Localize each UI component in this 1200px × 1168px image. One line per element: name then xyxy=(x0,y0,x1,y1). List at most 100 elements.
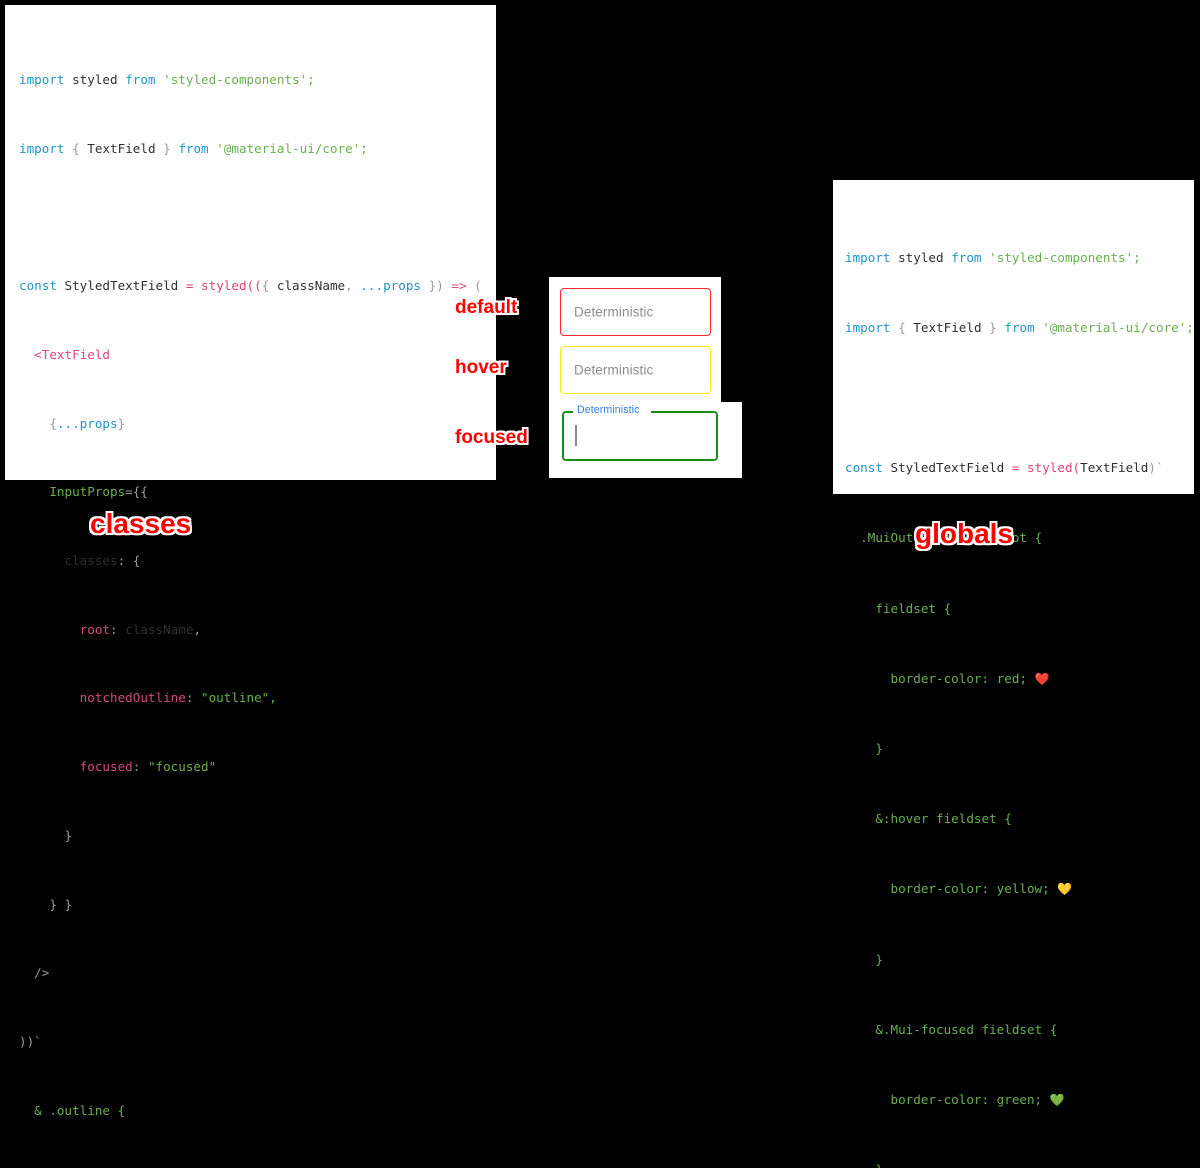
token-brace-open: { xyxy=(49,415,57,431)
annotation-state-hover: hover xyxy=(454,356,509,380)
code-line: root: className, xyxy=(19,621,496,637)
textfield-demo-panel: Deterministic Deterministic Deterministi… xyxy=(549,277,742,478)
token-inputprops: InputProps xyxy=(49,484,126,500)
code-line: focused: "focused" xyxy=(19,758,496,775)
textfield-hover[interactable]: Deterministic xyxy=(560,346,711,394)
token-const: const xyxy=(19,278,57,294)
token-outline-string: "outline", xyxy=(201,690,277,706)
token-classname: className xyxy=(276,278,346,294)
token-paren-close: ) xyxy=(436,278,444,294)
textfield-default[interactable]: Deterministic xyxy=(560,288,711,336)
token-import: import xyxy=(19,72,65,88)
token-styled-call: styled(( xyxy=(201,278,262,294)
token-styledtextfield: StyledTextField xyxy=(890,460,1005,476)
code-line: import styled from 'styled-components'; xyxy=(845,248,1194,265)
code-line: } } xyxy=(19,896,496,912)
token-styled: styled xyxy=(72,72,118,88)
token-selector-mui-root: .MuiOutlinedInput-root { xyxy=(860,530,1043,546)
token-colon: : xyxy=(110,621,118,637)
token-colon: : xyxy=(185,690,194,706)
token-brace-close: } xyxy=(989,319,997,335)
token-from: from xyxy=(178,140,209,156)
token-styledtextfield: StyledTextField xyxy=(64,278,179,294)
token-decl-red: border-color: red; xyxy=(890,670,1027,686)
token-notchedoutline-key: notchedOutline xyxy=(79,690,186,706)
annotation-title-classes: classes xyxy=(88,507,192,541)
annotation-state-default: default xyxy=(453,296,518,320)
code-line: const StyledTextField = styled(TextField… xyxy=(845,458,1194,475)
token-from: from xyxy=(1004,319,1035,335)
code-line: &.Mui-focused fieldset { xyxy=(845,1020,1194,1037)
code-line: import styled from 'styled-components'; xyxy=(19,71,496,88)
code-panel-globals: import styled from 'styled-components'; … xyxy=(833,180,1194,1168)
code-panel-classes: import styled from 'styled-components'; … xyxy=(5,5,496,1118)
token-module-styled-components: 'styled-components'; xyxy=(163,72,315,88)
token-paren-open: ( xyxy=(474,278,482,294)
annotation-state-focused: focused xyxy=(454,426,530,450)
code-line: fieldset { xyxy=(845,599,1194,616)
token-styled: styled xyxy=(898,249,944,265)
token-root-key: root xyxy=(79,621,111,637)
token-comma: , xyxy=(193,621,202,637)
token-self-close: /> xyxy=(34,965,50,981)
code-line: import { TextField } from '@material-ui/… xyxy=(845,318,1194,335)
code-line: {...props} xyxy=(19,415,496,431)
code-line: border-color: green; 💚 xyxy=(845,1090,1194,1107)
token-colon: : xyxy=(132,759,141,775)
textfield-focused-label: Deterministic xyxy=(577,404,640,416)
token-colon-brace: : { xyxy=(117,553,141,569)
token-selector-mui-focused-fieldset: &.Mui-focused fieldset { xyxy=(875,1021,1058,1037)
token-spread-props: ...props xyxy=(360,278,421,294)
token-import: import xyxy=(19,140,65,156)
token-equals: = xyxy=(185,278,194,294)
code-line: } xyxy=(19,827,496,843)
token-close-braces: } } xyxy=(49,896,73,912)
code-line: <TextField xyxy=(19,346,496,362)
token-selector-default: & .outline { xyxy=(34,1102,126,1118)
token-module-material-core: '@material-ui/core'; xyxy=(1042,319,1194,335)
token-jsx-textfield: <TextField xyxy=(34,346,110,362)
token-decl-green: border-color: green; xyxy=(890,1092,1043,1108)
code-line: import { TextField } from '@material-ui/… xyxy=(19,140,496,156)
code-line: .MuiOutlinedInput-root { xyxy=(845,528,1194,545)
token-classname: className xyxy=(125,621,194,637)
token-textfield-arg: TextField xyxy=(1080,460,1149,476)
code-line-blank xyxy=(19,209,496,222)
heart-yellow-icon: 💛 xyxy=(1057,882,1073,897)
token-module-material-core: '@material-ui/core'; xyxy=(216,140,368,156)
token-import: import xyxy=(845,319,891,335)
textfield-focused-notch xyxy=(573,410,651,413)
token-focused-key: focused xyxy=(79,759,133,775)
textfield-default-placeholder: Deterministic xyxy=(574,304,654,320)
code-line: ))` xyxy=(19,1033,496,1049)
token-classes-key: classes xyxy=(64,553,118,569)
token-comma: , xyxy=(345,278,353,294)
token-import: import xyxy=(845,249,891,265)
token-const: const xyxy=(845,460,883,476)
code-line: /> xyxy=(19,964,496,981)
annotation-title-globals: globals xyxy=(913,517,1014,551)
token-close-parens-tick: ))` xyxy=(19,1033,42,1049)
token-brace-open: { xyxy=(72,140,80,156)
token-textfield: TextField xyxy=(87,140,156,156)
code-line: InputProps={{ xyxy=(19,483,496,500)
token-brace-close: } xyxy=(428,278,437,294)
textfield-hover-placeholder: Deterministic xyxy=(574,362,654,378)
textfield-focused[interactable]: Deterministic xyxy=(562,404,718,461)
code-line: classes: { xyxy=(19,552,496,569)
code-line: &:hover fieldset { xyxy=(845,809,1194,826)
heart-green-icon: 💚 xyxy=(1049,1093,1065,1108)
token-close-brace: } xyxy=(875,741,883,757)
token-decl-yellow: border-color: yellow; xyxy=(890,881,1050,897)
token-eq-braces: ={{ xyxy=(125,484,148,500)
token-module-styled-components: 'styled-components'; xyxy=(989,249,1141,265)
token-selector-fieldset: fieldset { xyxy=(875,600,952,616)
token-selector-hover-fieldset: &:hover fieldset { xyxy=(875,811,1012,827)
token-brace-close: } xyxy=(117,415,126,431)
token-close-brace: } xyxy=(64,827,73,843)
code-line: border-color: red; ❤️ xyxy=(845,669,1194,686)
token-spread-props: ...props xyxy=(56,415,118,431)
code-line: } xyxy=(845,1160,1194,1168)
token-brace-close: } xyxy=(163,140,171,156)
code-line-blank xyxy=(845,388,1194,401)
